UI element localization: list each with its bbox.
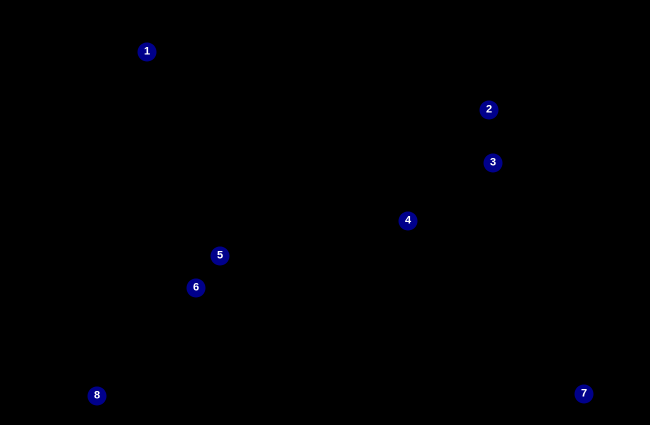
marker-number-label: 1 <box>143 45 151 58</box>
marker-number-label: 4 <box>404 214 412 227</box>
numbered-marker-3[interactable]: 3 <box>483 153 503 173</box>
numbered-marker-4[interactable]: 4 <box>398 211 418 231</box>
numbered-marker-2[interactable]: 2 <box>479 100 499 120</box>
marker-number-label: 7 <box>580 387 588 400</box>
numbered-marker-8[interactable]: 8 <box>87 386 107 406</box>
marker-number-label: 6 <box>192 281 200 294</box>
numbered-marker-1[interactable]: 1 <box>137 42 157 62</box>
numbered-marker-6[interactable]: 6 <box>186 278 206 298</box>
numbered-marker-7[interactable]: 7 <box>574 384 594 404</box>
numbered-marker-5[interactable]: 5 <box>210 246 230 266</box>
marker-number-label: 8 <box>93 389 101 402</box>
marker-number-label: 5 <box>216 249 224 262</box>
marker-number-label: 3 <box>489 156 497 169</box>
marker-number-label: 2 <box>485 103 493 116</box>
